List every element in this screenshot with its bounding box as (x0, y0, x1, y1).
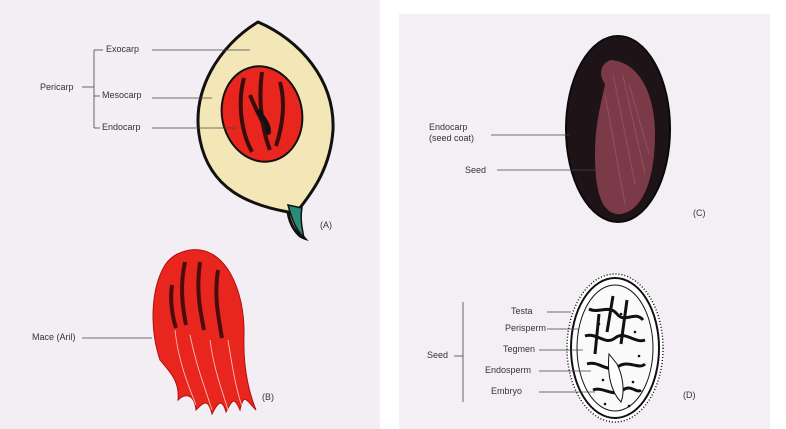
seed-coat-label-c: (seed coat) (429, 133, 474, 144)
seed-label-c: Seed (465, 165, 486, 176)
fruit-figure-a (198, 22, 333, 238)
mesocarp-label: Mesocarp (102, 90, 142, 101)
panel-left: Pericarp Exocarp Mesocarp Endocarp (A) M… (0, 0, 380, 429)
mace-label: Mace (Aril) (32, 332, 76, 343)
panel-left-drawings (0, 0, 380, 429)
panel-right-drawings (399, 14, 770, 429)
embryo-label: Embryo (491, 386, 522, 397)
pericarp-label: Pericarp (40, 82, 74, 93)
seed-figure-c (566, 36, 670, 222)
endocarp-label-a: Endocarp (102, 122, 141, 133)
tegmen-label: Tegmen (503, 344, 535, 355)
exocarp-label: Exocarp (106, 44, 139, 55)
endocarp-label-c: Endocarp (429, 122, 468, 133)
figure-d-tag: (D) (683, 390, 696, 401)
figure-a-tag: (A) (320, 220, 332, 231)
seed-figure-d (567, 274, 663, 422)
mace-figure-b (153, 250, 256, 414)
panel-right: Endocarp (seed coat) Seed (C) Seed Testa… (399, 14, 770, 429)
figure-b-tag: (B) (262, 392, 274, 403)
perisperm-label: Perisperm (505, 323, 546, 334)
testa-label: Testa (511, 306, 533, 317)
figure-c-tag: (C) (693, 208, 706, 219)
mace-body (153, 250, 256, 414)
endosperm-label: Endosperm (485, 365, 531, 376)
seed-group-label-d: Seed (427, 350, 448, 361)
